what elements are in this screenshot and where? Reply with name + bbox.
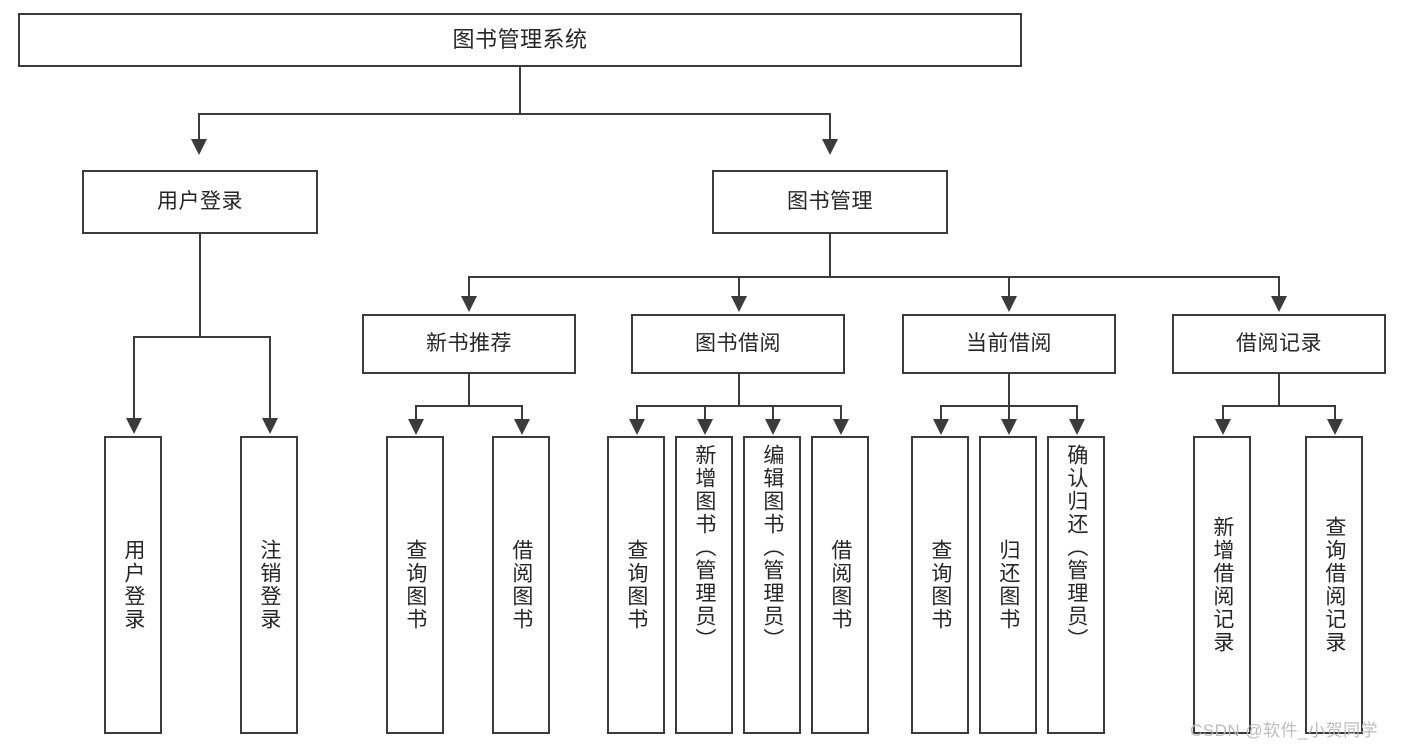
connector-drop-borrow-record: [1278, 276, 1280, 298]
node-leaf-borrow-book-1-label: 借阅图书: [509, 539, 533, 631]
connector-root-stem: [519, 67, 521, 113]
connector-user-login-bus: [133, 336, 269, 338]
node-book-management-label: 图书管理: [787, 190, 873, 214]
connector-drop-leaf-query-record: [1334, 405, 1336, 421]
connector-drop-current-borrow: [1008, 276, 1010, 298]
arrowhead-leaf-query-book-1: [408, 419, 424, 435]
node-leaf-query-record[interactable]: 查询借阅记录: [1305, 436, 1363, 734]
connector-current-borrow-stem: [1008, 374, 1010, 405]
node-leaf-query-book-3-label: 查询图书: [928, 539, 952, 631]
arrowhead-leaf-logout: [262, 418, 278, 434]
node-leaf-query-record-label: 查询借阅记录: [1322, 516, 1346, 654]
node-new-book-recommend-label: 新书推荐: [426, 332, 512, 356]
node-leaf-add-book-label: 新增图书（管理员）: [692, 444, 716, 651]
arrowhead-leaf-query-record: [1327, 419, 1343, 435]
connector-root-bus: [198, 113, 831, 115]
connector-drop-new-book-recommend: [468, 276, 470, 298]
node-leaf-edit-book[interactable]: 编辑图书（管理员）: [743, 436, 801, 734]
arrowhead-user-login: [191, 139, 207, 155]
arrowhead-leaf-edit-book: [765, 419, 781, 435]
node-leaf-borrow-book-2[interactable]: 借阅图书: [811, 436, 869, 734]
connector-book-management-bus: [468, 276, 1280, 278]
connector-new-book-recommend-stem: [468, 374, 470, 405]
arrowhead-book-management: [822, 139, 838, 155]
node-root-system[interactable]: 图书管理系统: [18, 13, 1022, 67]
node-leaf-query-book-3[interactable]: 查询图书: [911, 436, 969, 734]
arrowhead-leaf-borrow-book-1: [514, 419, 530, 435]
connector-drop-leaf-confirm-return: [1076, 405, 1078, 421]
connector-drop-user-login: [198, 113, 200, 141]
connector-drop-leaf-query-book-1: [415, 405, 417, 421]
node-leaf-query-book-1-label: 查询图书: [403, 539, 427, 631]
node-new-book-recommend[interactable]: 新书推荐: [362, 314, 576, 374]
connector-borrow-record-bus: [1222, 405, 1336, 407]
connector-drop-leaf-borrow-book-2: [840, 405, 842, 421]
node-book-management[interactable]: 图书管理: [712, 170, 948, 234]
connector-drop-leaf-user-login: [133, 336, 135, 420]
connector-drop-leaf-return-book: [1008, 405, 1010, 421]
arrowhead-leaf-user-login: [126, 418, 142, 434]
node-book-borrow-label: 图书借阅: [695, 332, 781, 356]
node-leaf-logout-label: 注销登录: [257, 539, 281, 631]
node-leaf-borrow-book-1[interactable]: 借阅图书: [492, 436, 550, 734]
node-borrow-record[interactable]: 借阅记录: [1172, 314, 1386, 374]
arrowhead-leaf-return-book: [1001, 419, 1017, 435]
node-leaf-user-login-label: 用户登录: [121, 539, 145, 631]
arrowhead-leaf-borrow-book-2: [833, 419, 849, 435]
node-leaf-user-login[interactable]: 用户登录: [104, 436, 162, 734]
node-leaf-borrow-book-2-label: 借阅图书: [828, 539, 852, 631]
node-leaf-confirm-return[interactable]: 确认归还（管理员）: [1047, 436, 1105, 734]
node-current-borrow[interactable]: 当前借阅: [902, 314, 1116, 374]
node-leaf-return-book-label: 归还图书: [996, 539, 1020, 631]
arrowhead-leaf-add-book: [697, 419, 713, 435]
connector-new-book-recommend-bus: [415, 405, 523, 407]
node-root-system-label: 图书管理系统: [452, 26, 588, 52]
arrowhead-book-borrow: [731, 296, 747, 312]
arrowhead-leaf-query-book-3: [933, 419, 949, 435]
connector-drop-leaf-query-book-3: [940, 405, 942, 421]
node-leaf-add-record-label: 新增借阅记录: [1210, 516, 1234, 654]
node-leaf-edit-book-label: 编辑图书（管理员）: [760, 444, 784, 651]
node-leaf-query-book-2-label: 查询图书: [624, 539, 648, 631]
node-user-login-label: 用户登录: [157, 190, 243, 214]
connector-book-management-stem: [829, 234, 831, 276]
connector-book-borrow-bus: [636, 405, 841, 407]
connector-drop-leaf-logout: [269, 336, 271, 420]
arrowhead-leaf-query-book-2: [629, 419, 645, 435]
arrowhead-borrow-record: [1271, 296, 1287, 312]
node-leaf-query-book-2[interactable]: 查询图书: [607, 436, 665, 734]
node-current-borrow-label: 当前借阅: [966, 332, 1052, 356]
connector-drop-leaf-borrow-book-1: [521, 405, 523, 421]
arrowhead-new-book-recommend: [461, 296, 477, 312]
arrowhead-current-borrow: [1001, 296, 1017, 312]
node-leaf-query-book-1[interactable]: 查询图书: [386, 436, 444, 734]
node-leaf-return-book[interactable]: 归还图书: [979, 436, 1037, 734]
connector-book-borrow-stem: [738, 374, 740, 405]
node-leaf-add-book[interactable]: 新增图书（管理员）: [675, 436, 733, 734]
connector-user-login-stem: [199, 234, 201, 336]
connector-drop-book-management: [829, 113, 831, 141]
arrowhead-leaf-add-record: [1215, 419, 1231, 435]
arrowhead-leaf-confirm-return: [1069, 419, 1085, 435]
node-leaf-logout[interactable]: 注销登录: [240, 436, 298, 734]
csdn-watermark: CSDN @软件_小贺同学: [1190, 721, 1379, 740]
connector-drop-leaf-add-book: [704, 405, 706, 421]
connector-drop-book-borrow: [738, 276, 740, 298]
node-leaf-add-record[interactable]: 新增借阅记录: [1193, 436, 1251, 734]
node-borrow-record-label: 借阅记录: [1236, 332, 1322, 356]
connector-borrow-record-stem: [1278, 374, 1280, 405]
connector-drop-leaf-edit-book: [772, 405, 774, 421]
node-leaf-confirm-return-label: 确认归还（管理员）: [1064, 444, 1088, 651]
connector-drop-leaf-query-book-2: [636, 405, 638, 421]
connector-drop-leaf-add-record: [1222, 405, 1224, 421]
node-user-login[interactable]: 用户登录: [82, 170, 318, 234]
node-book-borrow[interactable]: 图书借阅: [631, 314, 845, 374]
